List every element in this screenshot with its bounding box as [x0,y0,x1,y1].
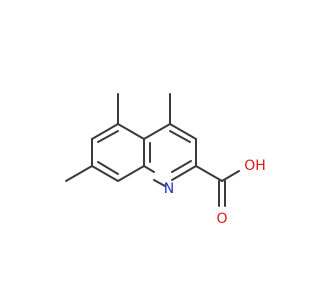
bond-n1-c8a [153,179,166,187]
bond-c5-c6 [91,123,119,140]
bond-n1-c2-inner [171,160,192,173]
bond-c7-methyl [65,165,93,182]
nitrogen-label: N [164,181,174,197]
bond-c8-c8a [117,165,145,182]
bond-n1-c2 [171,165,197,181]
bond-c3-c4 [169,123,197,140]
bond-c7-c8 [91,165,119,182]
bond-c8a-n1-extra [143,165,155,173]
structure-diagram: N O OH [65,93,266,227]
bond-c7-c8-inner [97,161,119,175]
bond-c2-carboxyl [195,165,223,182]
bond-c3-c4-inner [169,130,191,143]
oxygen-label: O [216,211,227,227]
bond-c5-c6-inner [97,130,119,143]
bond-c4-c4a [143,123,171,140]
hydroxyl-label: OH [244,158,266,174]
bond-c4a-c5 [117,123,145,140]
bond-carboxyl-oh [221,170,240,182]
